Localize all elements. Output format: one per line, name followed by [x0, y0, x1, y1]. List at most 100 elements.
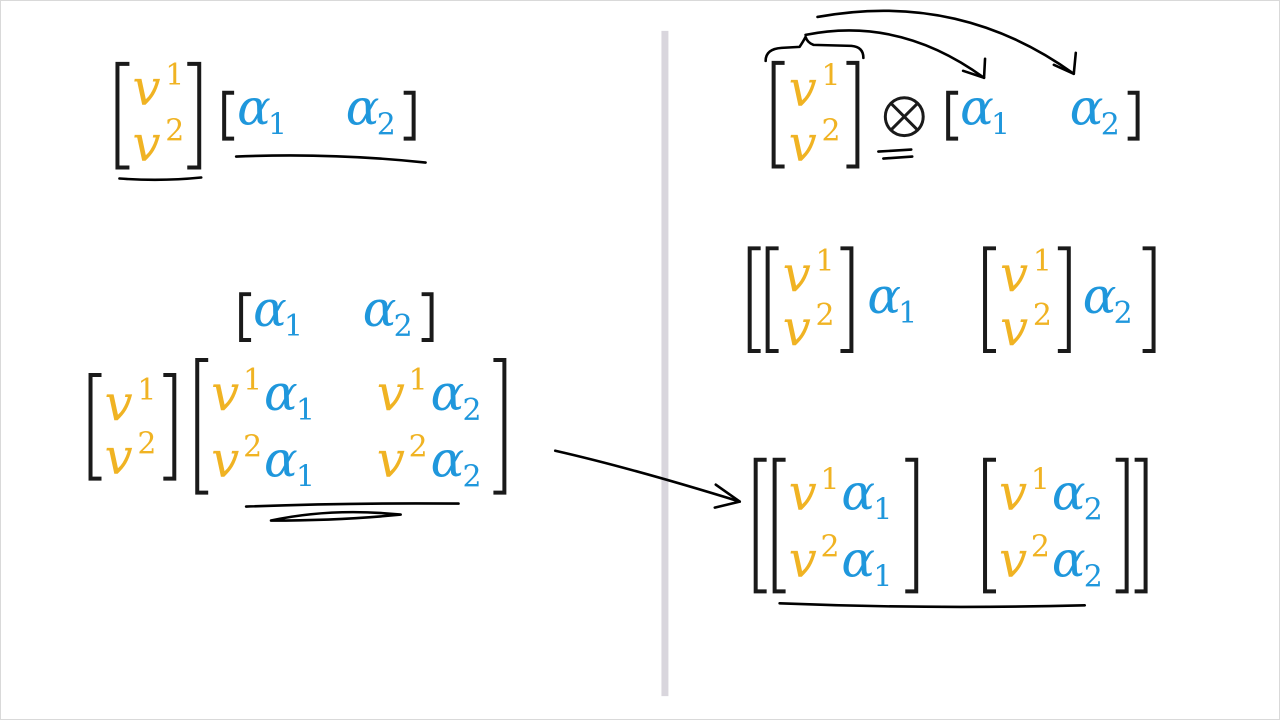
- v-symbol: v: [783, 245, 811, 303]
- subscript-1: 1: [873, 493, 892, 528]
- v-symbol: v: [132, 115, 160, 173]
- tensor-product-operator: [883, 96, 925, 138]
- outer-left-bracket: [753, 457, 767, 594]
- subscript-1: 1: [268, 108, 287, 143]
- right-bottom-expression: v 1 α 1 v 2 α 1 v 1 α 2 v 2 α 2: [753, 457, 1148, 609]
- subscript-2: 2: [462, 393, 481, 428]
- right-bracket: [846, 60, 860, 169]
- left-bracket: [222, 90, 235, 141]
- v-symbol: v: [789, 115, 817, 173]
- alpha-symbol: α: [1083, 267, 1117, 325]
- left-bracket: [239, 292, 252, 343]
- curved-arrow: [816, 9, 1076, 76]
- brace-stroke: [764, 35, 865, 63]
- right-top-expression: v 1 v 2 α 1 α 2: [764, 9, 1140, 173]
- superscript-1: 1: [1031, 463, 1050, 498]
- column-vector: v 1 v 2: [115, 58, 202, 173]
- otimes-stroke: [890, 102, 919, 131]
- left-bracket: [946, 90, 959, 141]
- alpha-symbol: α: [1070, 79, 1104, 137]
- alpha-symbol: α: [253, 280, 287, 338]
- left-bracket: [115, 61, 130, 170]
- superscript-2: 2: [409, 430, 428, 465]
- v-symbol: v: [1000, 299, 1028, 357]
- left-top-expression: v 1 v 2 α 1 α 2: [115, 58, 427, 182]
- column-vector: v 1 v 2: [765, 244, 854, 357]
- alpha-symbol: α: [1052, 464, 1086, 522]
- alpha-symbol: α: [841, 464, 875, 522]
- superscript-2: 2: [1031, 529, 1050, 564]
- underline-stroke: [244, 502, 460, 508]
- superscript-2: 2: [137, 427, 156, 462]
- v-symbol: v: [211, 431, 239, 489]
- v-symbol: v: [104, 374, 132, 432]
- alpha-symbol: α: [237, 79, 271, 137]
- subscript-1: 1: [991, 108, 1010, 143]
- v-symbol: v: [789, 464, 817, 522]
- superscript-2: 2: [821, 114, 840, 149]
- row-covector-header: α 1 α 2: [239, 280, 434, 344]
- superscript-1: 1: [820, 463, 839, 498]
- product-column-vector: v 1 α 1 v 2 α 1: [772, 457, 919, 594]
- underline-stroke: [877, 148, 913, 153]
- outer-left-bracket: [747, 246, 761, 354]
- right-bracket: [1057, 246, 1071, 354]
- outer-right-bracket: [1134, 457, 1148, 594]
- v-symbol: v: [211, 364, 239, 422]
- subscript-1: 1: [296, 460, 315, 495]
- product-column-vector: v 1 α 2 v 2 α 2: [983, 457, 1129, 594]
- otimes-circle: [883, 96, 925, 138]
- v-symbol: v: [104, 428, 132, 486]
- left-bracket: [983, 246, 997, 354]
- column-vector: v 1 v 2: [88, 372, 177, 486]
- left-bracket: [765, 246, 779, 354]
- alpha-symbol: α: [346, 79, 380, 137]
- alpha-symbol: α: [264, 431, 298, 489]
- alpha-symbol: α: [841, 530, 875, 588]
- alpha-symbol: α: [867, 267, 901, 325]
- curved-arrow: [804, 29, 986, 80]
- left-bracket: [195, 358, 209, 495]
- v-symbol: v: [789, 530, 817, 588]
- superscript-2: 2: [243, 430, 262, 465]
- superscript-1: 1: [1033, 244, 1052, 279]
- subscript-2: 2: [394, 309, 413, 344]
- superscript-1: 1: [821, 59, 840, 94]
- v-symbol: v: [132, 59, 160, 117]
- v-symbol: v: [783, 299, 811, 357]
- underline-stroke: [118, 176, 203, 182]
- underline-stroke: [778, 602, 1087, 609]
- left-bracket: [983, 457, 997, 594]
- arrow-head: [1052, 51, 1078, 76]
- v-symbol: v: [1000, 245, 1028, 303]
- superscript-1: 1: [409, 363, 428, 398]
- v-symbol: v: [999, 464, 1027, 522]
- subscript-2: 2: [1101, 108, 1120, 143]
- subscript-2: 2: [1084, 559, 1103, 594]
- alpha-symbol: α: [363, 280, 397, 338]
- left-bottom-expression: α 1 α 2 v 1 v 2 v 1 α 1 v 1 α 2 v: [88, 280, 507, 522]
- right-bracket: [1127, 90, 1140, 141]
- underline-stroke: [882, 155, 914, 160]
- left-bracket: [772, 457, 786, 594]
- alpha-symbol: α: [1052, 530, 1086, 588]
- left-bracket: [88, 372, 102, 481]
- superscript-1: 1: [165, 58, 184, 93]
- row-covector: α 1 α 2: [946, 79, 1140, 143]
- alpha-symbol: α: [431, 431, 465, 489]
- transfer-arrow: [553, 449, 742, 509]
- right-bracket: [1115, 457, 1129, 594]
- v-symbol: v: [377, 364, 405, 422]
- arrow-head: [961, 57, 987, 80]
- subscript-2: 2: [377, 108, 396, 143]
- row-covector: α 1 α 2: [222, 79, 416, 143]
- arrow-shaft: [553, 449, 742, 503]
- right-bracket: [403, 90, 416, 141]
- subscript-2: 2: [1084, 493, 1103, 528]
- right-bracket: [187, 61, 202, 170]
- superscript-1: 1: [243, 363, 262, 398]
- column-vector: v 1 v 2: [983, 244, 1071, 357]
- superscript-2: 2: [820, 529, 839, 564]
- subscript-2: 2: [462, 460, 481, 495]
